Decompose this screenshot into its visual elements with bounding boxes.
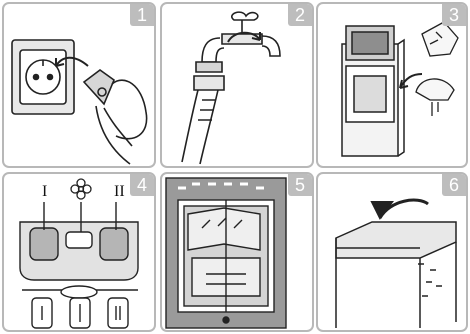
step-panel-6: 6: [316, 172, 468, 332]
drum-illustration: [162, 174, 312, 330]
step-number: 3: [442, 4, 466, 26]
flower-icon: [71, 179, 91, 199]
step-panel-1: 1: [2, 2, 156, 168]
step-number: 5: [288, 174, 312, 196]
close-lid-illustration: [318, 174, 466, 330]
detergent-drawer-illustration: I II: [4, 174, 154, 330]
compartment-mark-1: I: [42, 183, 47, 200]
step-panel-4: I II 4: [2, 172, 156, 332]
unplug-illustration: [4, 4, 154, 166]
step-number: 4: [130, 174, 154, 196]
drum-icon: [166, 178, 286, 328]
step-number: 6: [442, 174, 466, 196]
lid-icon: [336, 222, 456, 328]
power-socket-icon: [12, 40, 74, 114]
hose-icon: [182, 76, 224, 164]
step-panel-2: 2: [160, 2, 314, 168]
step-panel-5: 5: [160, 172, 314, 332]
plug-icon: [84, 70, 147, 164]
accessory-bag-icon: [416, 22, 458, 116]
step-number: 2: [288, 4, 312, 26]
step-panel-3: 3: [316, 2, 468, 168]
washer-icon: [342, 26, 404, 156]
step-number: 1: [130, 4, 154, 26]
drawer-icon: [20, 202, 138, 328]
open-washer-illustration: [318, 4, 466, 166]
arrow-icon: [372, 200, 428, 218]
compartment-mark-2: II: [114, 183, 125, 200]
tap-illustration: [162, 4, 312, 166]
tap-icon: [196, 12, 280, 72]
